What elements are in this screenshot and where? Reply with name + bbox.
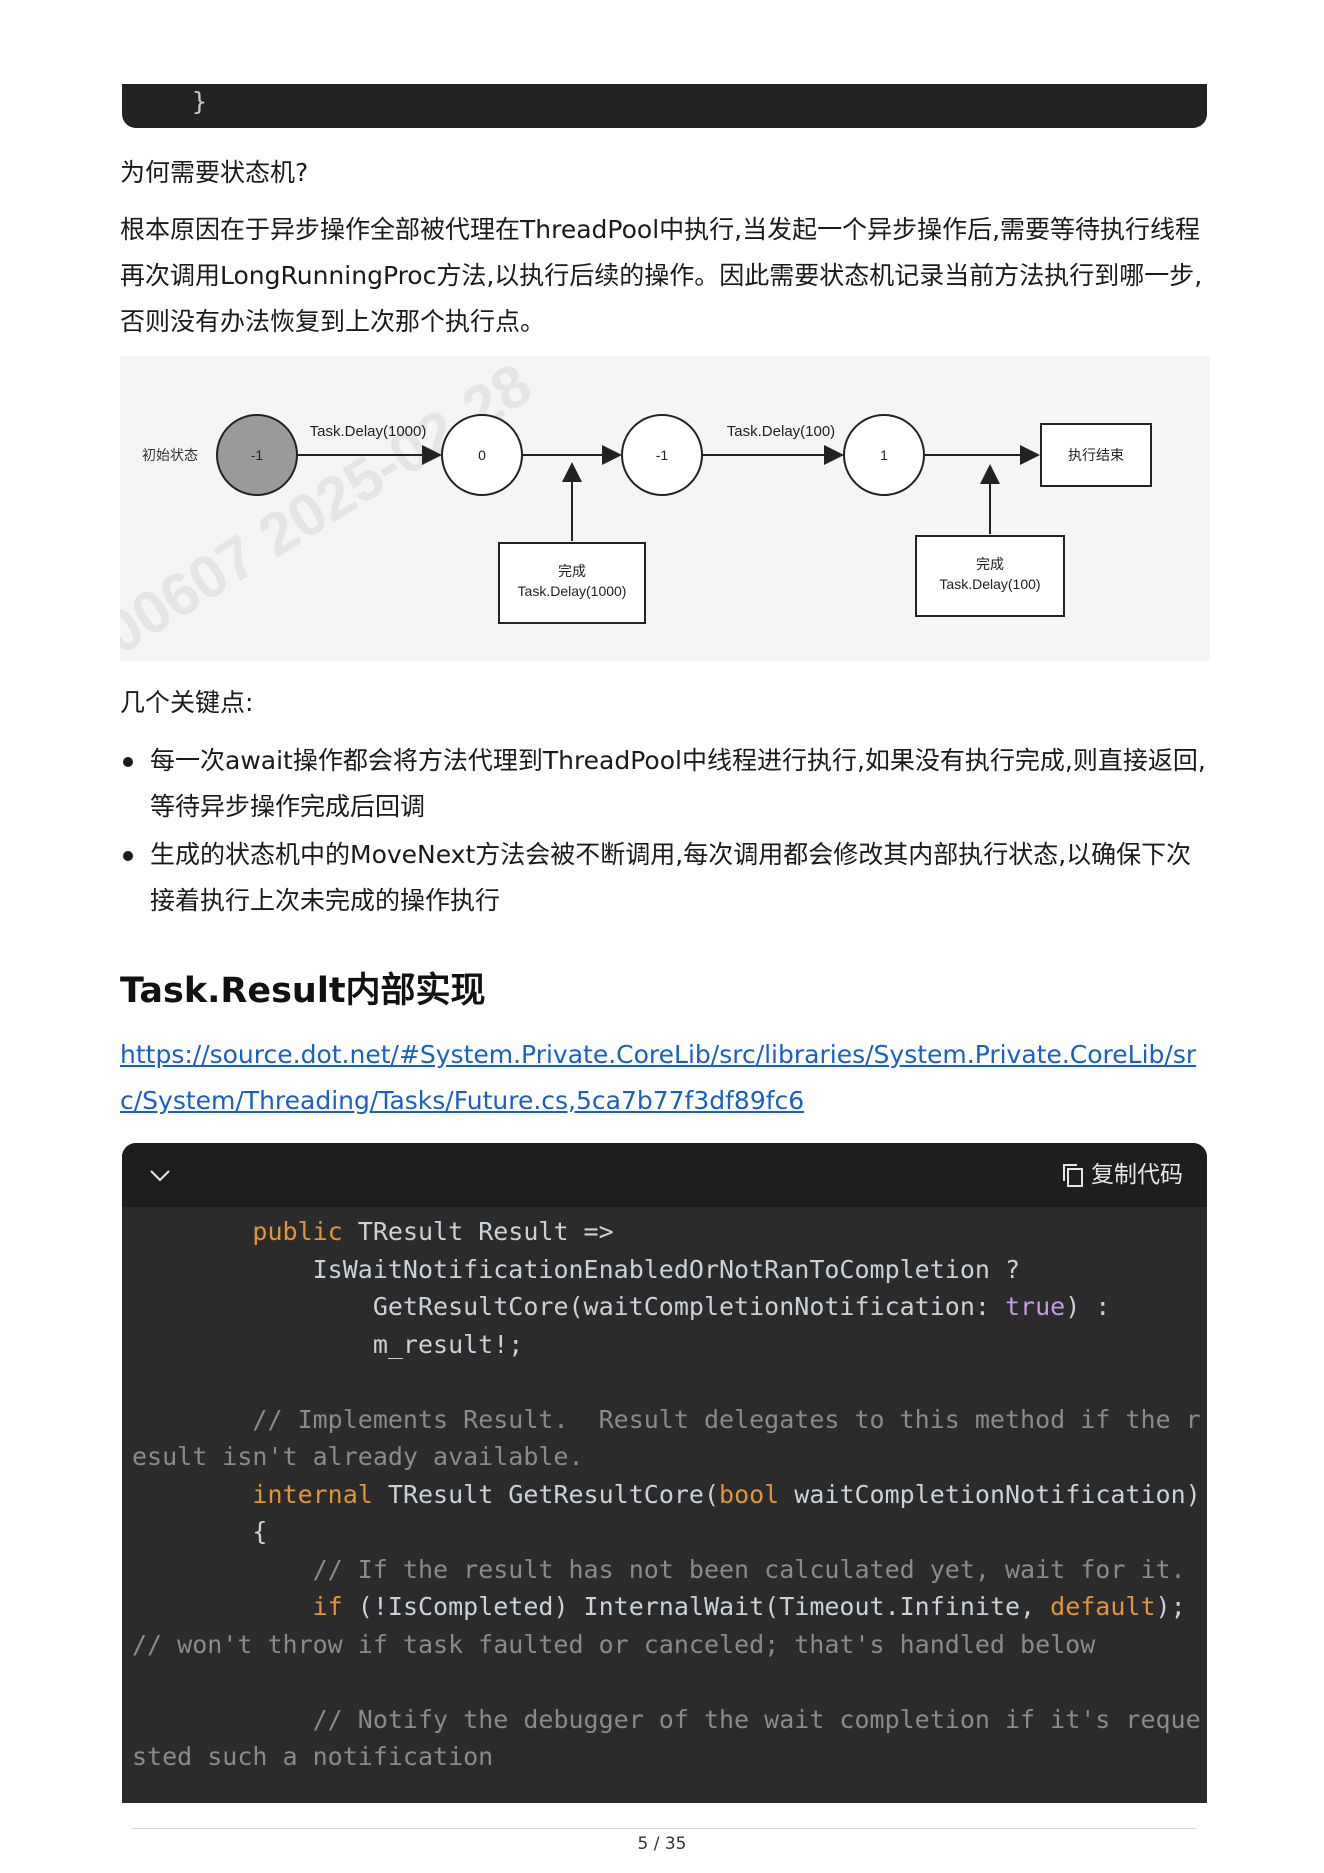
code-block-header: 复制代码 bbox=[122, 1143, 1207, 1207]
code-token: TResult GetResultCore( bbox=[372, 1479, 720, 1509]
section-heading: Task.Result内部实现 bbox=[120, 971, 486, 1011]
complete-box-line1: 完成 bbox=[558, 563, 586, 579]
code-content: public TResult Result => IsWaitNotificat… bbox=[132, 1213, 1202, 1776]
code-token: IsWaitNotificationEnabledOrNotRanToCompl… bbox=[132, 1254, 1021, 1284]
code-line: public TResult Result => bbox=[132, 1217, 614, 1246]
code-token: bool bbox=[719, 1479, 780, 1509]
code-token bbox=[132, 1592, 313, 1621]
code-token: ) : bbox=[1065, 1292, 1111, 1321]
complete-box bbox=[498, 542, 646, 624]
code-line: // Implements Result. Result delegates t… bbox=[132, 1405, 1201, 1472]
keypoints-list: 每一次await操作都会将方法代理到ThreadPool中线程进行执行,如果没有… bbox=[120, 738, 1210, 926]
watermark: 00607 2025-02-28 bbox=[120, 356, 543, 661]
state-label: -1 bbox=[251, 447, 264, 463]
code-token: default bbox=[1050, 1592, 1156, 1621]
complete-box-line2: Task.Delay(1000) bbox=[518, 583, 627, 599]
edge-label: Task.Delay(1000) bbox=[310, 423, 427, 440]
code-token: m_result!; bbox=[132, 1329, 524, 1359]
code-token: waitCompletionNotification) bbox=[779, 1479, 1201, 1509]
code-token: // won't throw if task faulted or cancel… bbox=[132, 1629, 1096, 1659]
code-line: GetResultCore(waitCompletionNotification… bbox=[132, 1292, 1111, 1321]
code-token bbox=[132, 1480, 252, 1509]
code-line: // If the result has not been calculated… bbox=[132, 1555, 1186, 1584]
code-token: if bbox=[312, 1592, 343, 1621]
start-label: 初始状态 bbox=[142, 447, 198, 463]
code-token: ); bbox=[1155, 1592, 1201, 1621]
source-link[interactable]: https://source.dot.net/#System.Private.C… bbox=[120, 1040, 1197, 1115]
list-item: 生成的状态机中的MoveNext方法会被不断调用,每次调用都会修改其内部执行状态… bbox=[120, 832, 1210, 924]
reason-paragraph: 根本原因在于异步操作全部被代理在ThreadPool中执行,当发起一个异步操作后… bbox=[120, 215, 1203, 336]
code-line: if (!IsCompleted) InternalWait(Timeout.I… bbox=[132, 1592, 1201, 1659]
complete-box-line1: 完成 bbox=[976, 556, 1004, 572]
footer-divider bbox=[132, 1828, 1197, 1829]
question-text: 为何需要状态机? bbox=[120, 158, 309, 187]
page-number: 5 / 35 bbox=[637, 1834, 687, 1854]
code-block: 复制代码 public TResult Result => IsWaitNoti… bbox=[122, 1143, 1207, 1803]
code-line: // Notify the debugger of the wait compl… bbox=[132, 1705, 1201, 1772]
code-token: // If the result has not been calculated… bbox=[132, 1554, 1186, 1584]
code-token: public bbox=[252, 1217, 343, 1246]
state-label: -1 bbox=[656, 447, 669, 463]
state-label: 1 bbox=[880, 447, 888, 463]
code-token: true bbox=[1004, 1292, 1066, 1321]
end-box-label: 执行结束 bbox=[1068, 447, 1124, 463]
code-token: // Implements Result. Result delegates t… bbox=[132, 1404, 1201, 1472]
state-machine-diagram: 00607 2025-02-28 初始状态 -1 Task.Delay(1000… bbox=[120, 356, 1210, 661]
copy-code-label: 复制代码 bbox=[1091, 1162, 1183, 1188]
code-line: { bbox=[132, 1517, 267, 1546]
code-block-tail: } bbox=[122, 84, 1207, 128]
code-token: internal bbox=[252, 1479, 373, 1509]
chevron-down-icon[interactable] bbox=[148, 1163, 172, 1187]
code-line: IsWaitNotificationEnabledOrNotRanToCompl… bbox=[132, 1255, 1020, 1284]
code-token bbox=[132, 1217, 252, 1246]
code-token: GetResultCore(waitCompletionNotification… bbox=[132, 1292, 1005, 1321]
code-token: // Notify the debugger of the wait compl… bbox=[132, 1704, 1201, 1772]
list-item: 每一次await操作都会将方法代理到ThreadPool中线程进行执行,如果没有… bbox=[120, 738, 1210, 830]
code-token: (!IsCompleted) InternalWait(Timeout.Infi… bbox=[342, 1592, 1051, 1621]
end-box bbox=[1040, 423, 1152, 487]
code-token: { bbox=[132, 1517, 268, 1546]
code-line: m_result!; bbox=[132, 1329, 524, 1359]
state-label: 0 bbox=[478, 447, 486, 463]
code-token: TResult Result => bbox=[342, 1217, 614, 1246]
edge-label: Task.Delay(100) bbox=[727, 423, 835, 440]
complete-box bbox=[915, 535, 1065, 617]
copy-code-button[interactable]: 复制代码 bbox=[1061, 1159, 1183, 1191]
copy-icon bbox=[1063, 1164, 1083, 1187]
code-line: internal TResult GetResultCore(bool wait… bbox=[132, 1479, 1201, 1509]
complete-box-line2: Task.Delay(100) bbox=[939, 576, 1040, 592]
keypoints-title: 几个关键点: bbox=[120, 688, 254, 717]
code-line: } bbox=[192, 87, 208, 116]
